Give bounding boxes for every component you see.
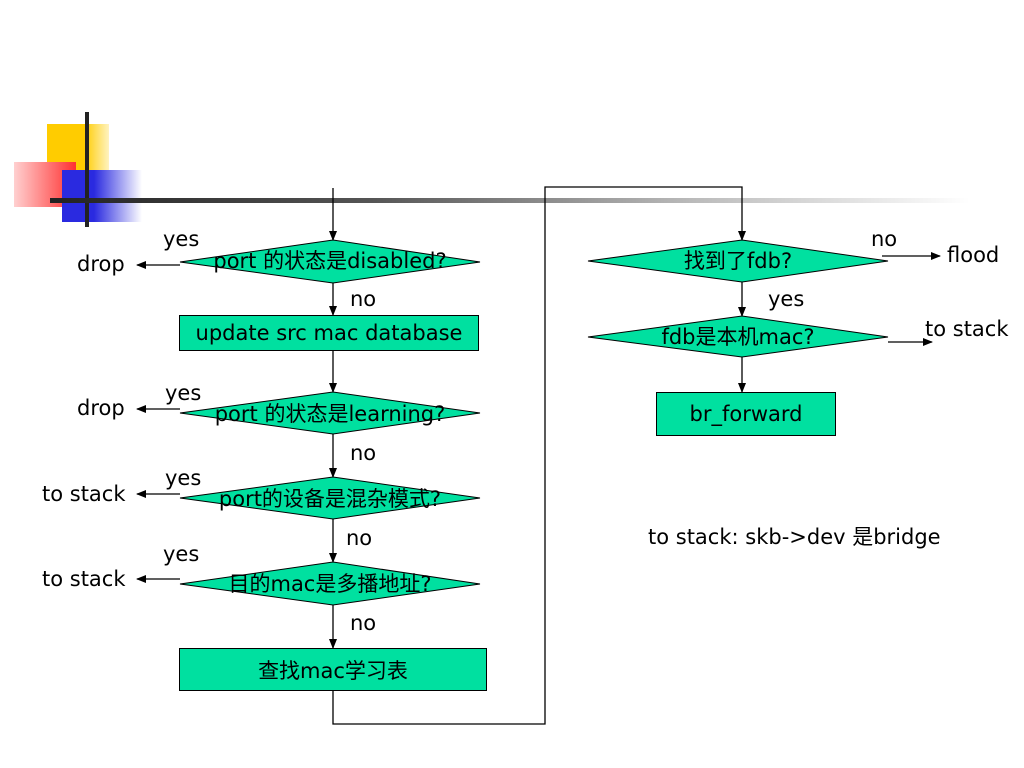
edge-no-learning: no xyxy=(350,441,377,465)
deco-vertical-bar xyxy=(85,112,89,227)
edge-drop-learning: drop xyxy=(77,396,125,420)
edge-no-promisc: no xyxy=(346,526,373,550)
decision-local-mac-label: fdb是本机mac? xyxy=(661,325,815,349)
edge-stack-local: to stack xyxy=(925,317,1009,341)
diamond-d5 xyxy=(587,239,889,283)
deco-blue-square xyxy=(62,170,142,222)
diamond-d3 xyxy=(179,476,481,520)
process-update-src-mac: update src mac database xyxy=(179,315,479,351)
edge-flood: flood xyxy=(947,243,1000,267)
edge-drop-disabled: drop xyxy=(77,252,125,276)
decision-learning-label: port 的状态是learning? xyxy=(214,402,446,426)
connector-b2-to-d5 xyxy=(332,186,746,725)
deco-horizontal-rule xyxy=(50,198,970,203)
edge-stack-promisc: to stack xyxy=(42,482,126,506)
decision-multicast-label: 目的mac是多播地址? xyxy=(228,572,432,596)
decision-found-fdb-label: 找到了fdb? xyxy=(683,249,793,273)
edge-no-disabled: no xyxy=(350,287,377,311)
process-lookup-mac-table: 查找mac学习表 xyxy=(179,648,487,691)
edge-no-fdb: no xyxy=(871,227,898,251)
edge-yes-disabled: yes xyxy=(163,227,200,251)
edge-stack-multicast: to stack xyxy=(42,567,126,591)
diamond-d2 xyxy=(179,391,481,435)
diamond-d6 xyxy=(587,315,889,358)
edge-no-multicast: no xyxy=(350,611,377,635)
decision-promisc-label: port的设备是混杂模式? xyxy=(218,487,442,511)
diamond-d4 xyxy=(179,561,481,606)
process-br-forward: br_forward xyxy=(656,392,836,436)
edge-yes-promisc: yes xyxy=(165,466,202,490)
decision-disabled-label: port 的状态是disabled? xyxy=(213,249,447,273)
note-to-stack: to stack: skb->dev 是bridge xyxy=(648,525,941,549)
edge-yes-learning: yes xyxy=(165,381,202,405)
edge-yes-multicast: yes xyxy=(163,542,200,566)
edge-yes-fdb: yes xyxy=(768,287,805,311)
diamond-d1 xyxy=(179,239,481,284)
